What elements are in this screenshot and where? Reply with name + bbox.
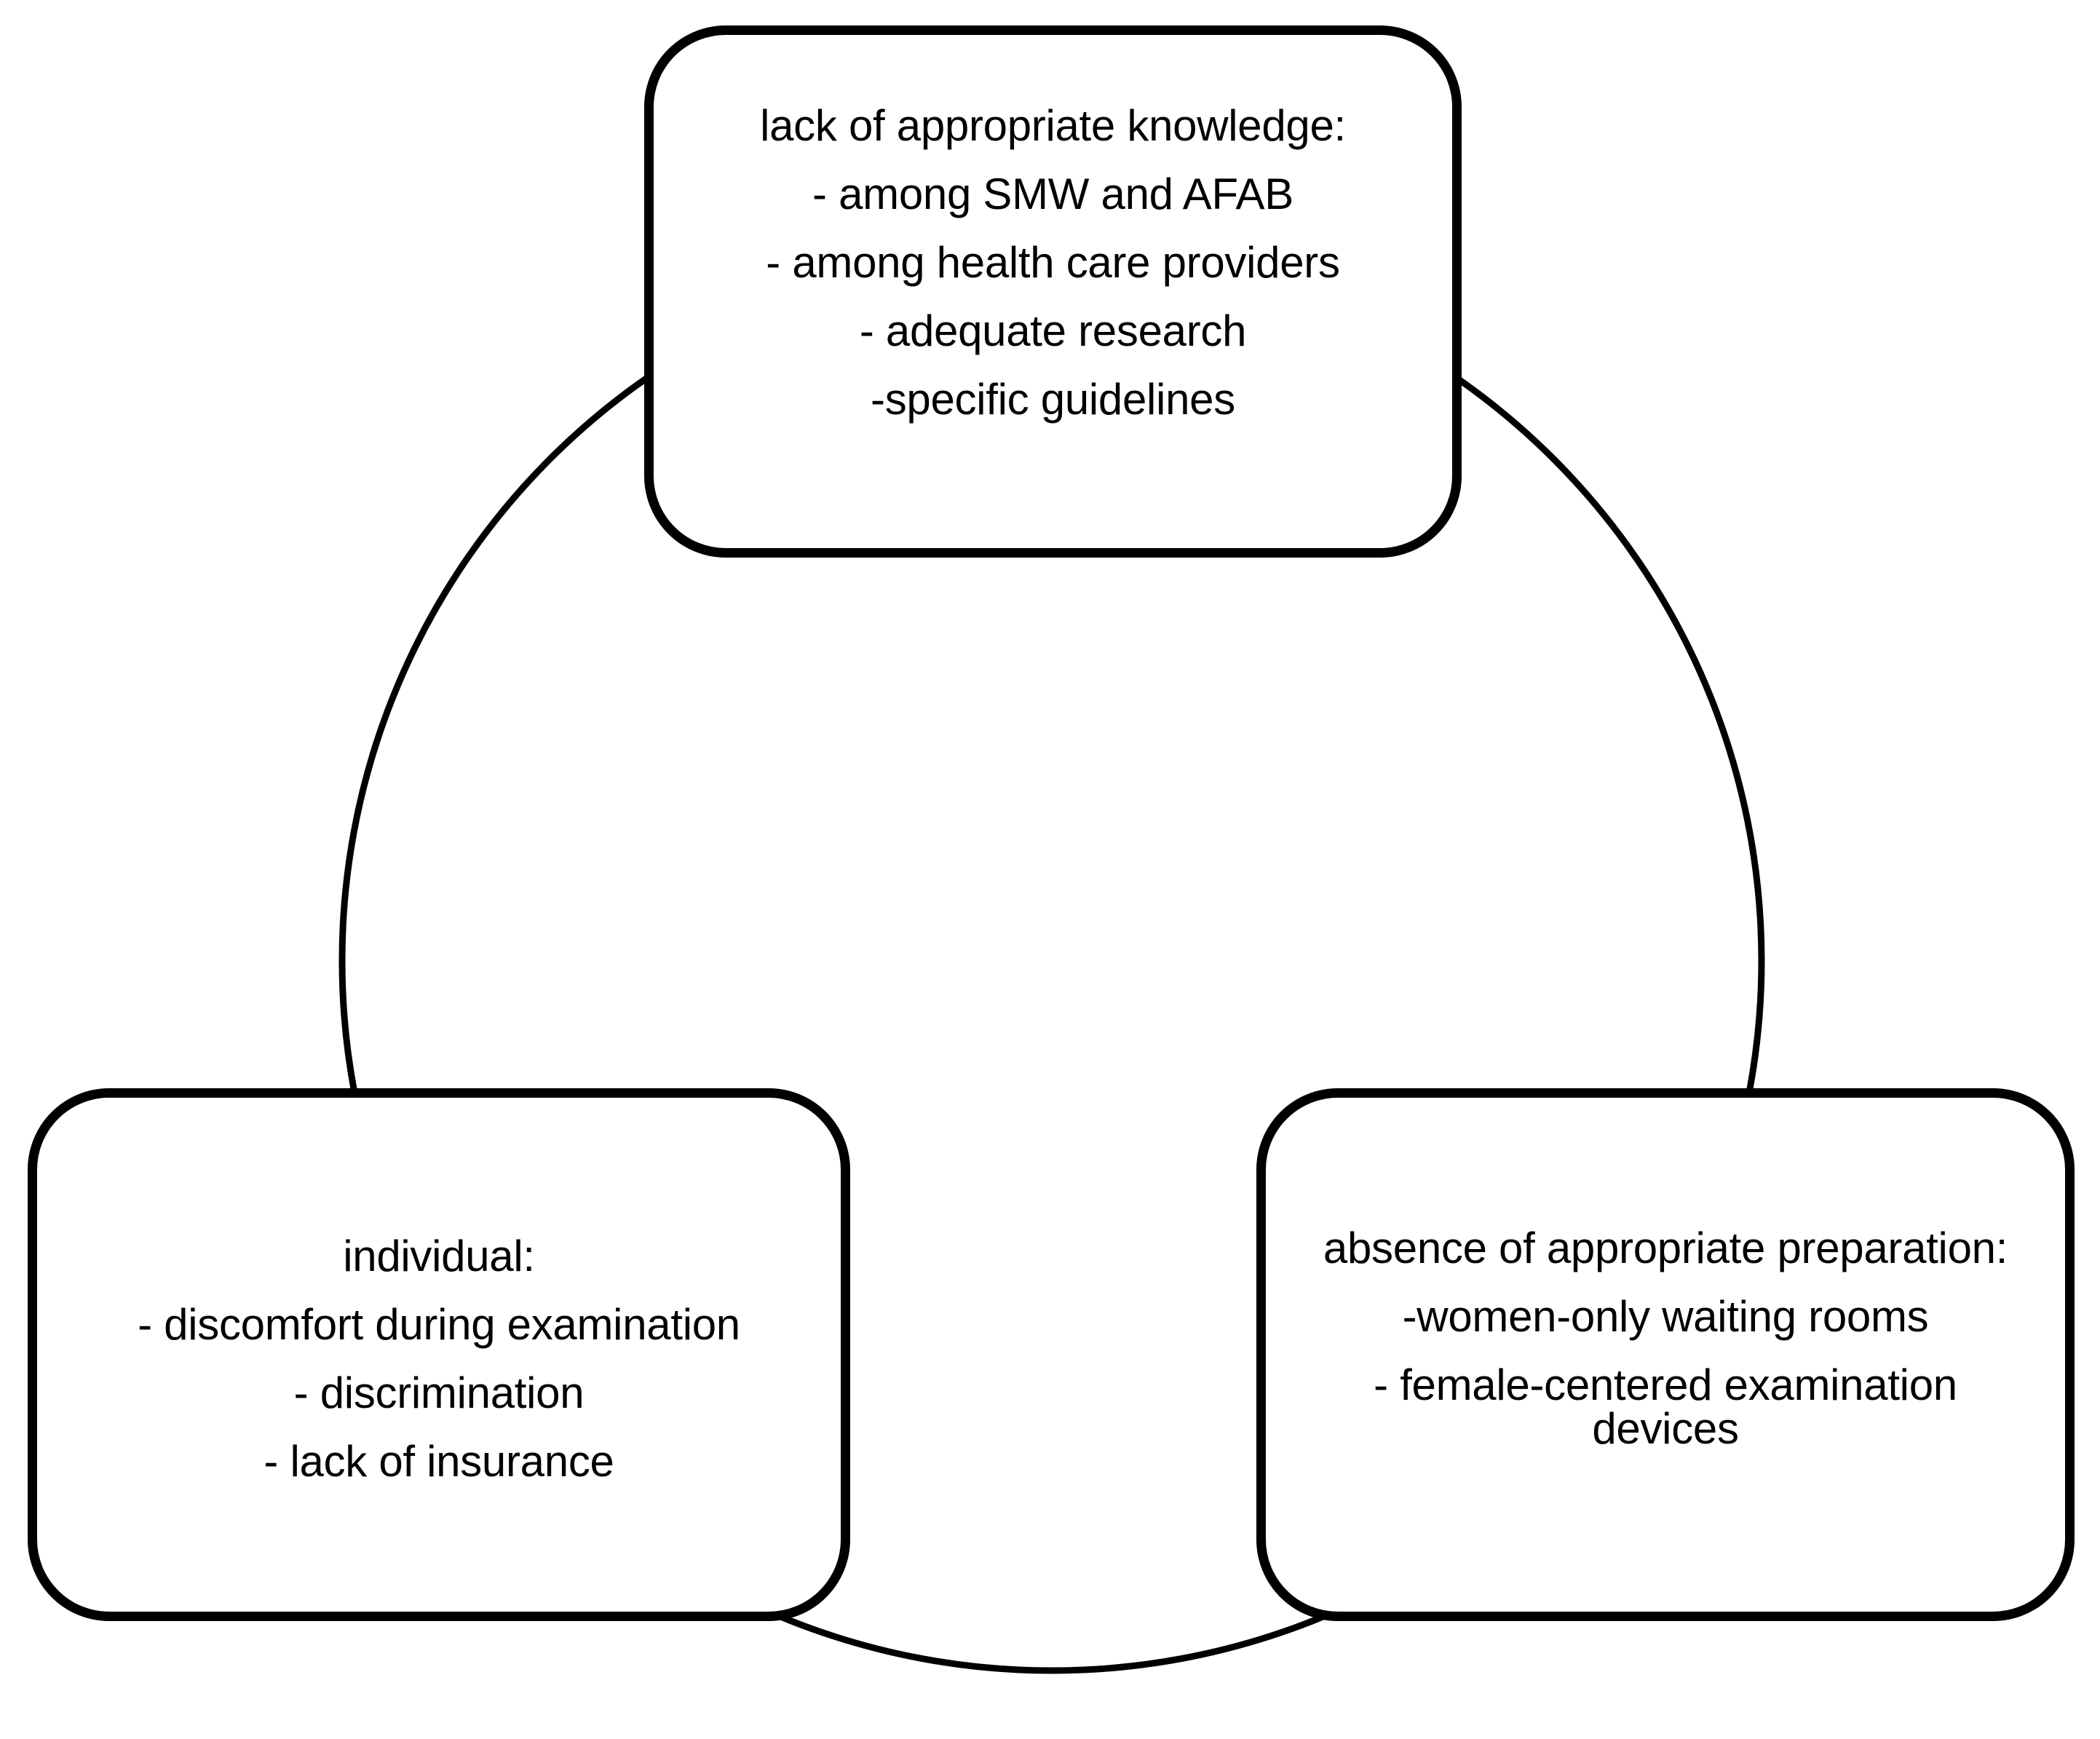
node-item: -specific guidelines — [871, 374, 1235, 424]
node-absence-of-appropriate-preparation[interactable]: absence of appropriate preparation: -wom… — [1256, 1088, 2075, 1621]
node-individual[interactable]: individual: - discomfort during examinat… — [28, 1088, 850, 1621]
node-text-block: absence of appropriate preparation: -wom… — [1266, 1214, 2065, 1463]
node-lack-of-appropriate-knowledge[interactable]: lack of appropriate knowledge: - among S… — [644, 25, 1462, 558]
node-item: -women-only waiting rooms — [1402, 1292, 1929, 1341]
node-text-block: lack of appropriate knowledge: - among S… — [654, 92, 1452, 434]
node-item: - among SMW and AFAB — [812, 169, 1293, 218]
node-item: - adequate research — [859, 306, 1247, 355]
node-item: - discomfort during examination — [138, 1300, 740, 1349]
node-item: - among health care providers — [766, 237, 1340, 287]
node-item: - lack of insurance — [264, 1437, 614, 1486]
node-item: - discrimination — [293, 1368, 585, 1417]
node-heading: individual: — [343, 1232, 535, 1280]
node-heading: lack of appropriate knowledge: — [760, 100, 1346, 150]
node-item: - female-centered examination devices — [1374, 1360, 1957, 1453]
node-heading: absence of appropriate preparation: — [1323, 1224, 2008, 1272]
node-text-block: individual: - discomfort during examinat… — [37, 1222, 841, 1496]
